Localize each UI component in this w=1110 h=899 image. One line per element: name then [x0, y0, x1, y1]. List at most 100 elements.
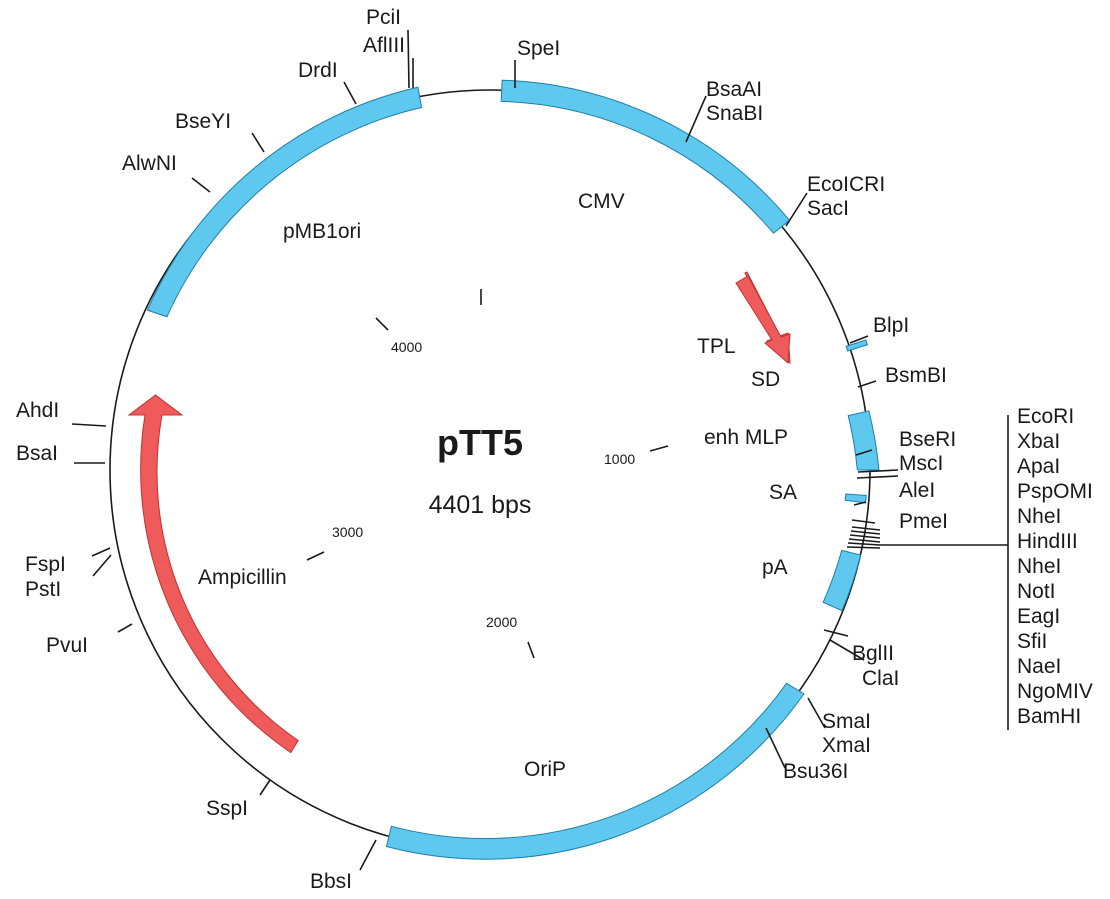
bglII-leader — [823, 629, 849, 637]
site-drdI: DrdI — [298, 59, 338, 82]
mcs-site: NheI — [1017, 505, 1061, 528]
site-pcil: PciI — [366, 6, 401, 29]
tick-2000 — [527, 641, 535, 659]
feature-ampicillin: Ampicillin — [198, 566, 287, 589]
mcs-leader-6 — [846, 546, 881, 549]
site-ahdI: AhdI — [16, 399, 59, 422]
bsmBI-leader — [857, 380, 877, 388]
site-sspI: SspI — [206, 797, 248, 820]
feature-tpl: TPL — [697, 335, 736, 358]
site-blpI: BlpI — [873, 314, 909, 337]
feature-orip: OriP — [524, 758, 566, 781]
site-aleI: AleI — [899, 479, 935, 502]
mcs-site: EcoRI — [1017, 405, 1074, 428]
tick-label-3000: 3000 — [332, 524, 363, 540]
site-bsu36I: Bsu36I — [783, 760, 848, 783]
mcs-leader-4 — [848, 538, 881, 543]
mcs-leader-5 — [847, 542, 881, 546]
tick-label-4000: 4000 — [391, 339, 422, 355]
feature-pmb1ori: pMB1ori — [283, 220, 361, 243]
mcs-site: EagI — [1017, 605, 1060, 628]
mcs-site: ApaI — [1017, 455, 1060, 478]
bbsI-leader — [359, 839, 377, 871]
pmb1ori-box — [146, 86, 423, 318]
coordinate-ticks: 1000 2000 3000 4000 — [306, 289, 669, 659]
pa-box — [822, 549, 862, 612]
feature-arrows — [127, 271, 791, 754]
mcs-site: BamHI — [1017, 705, 1081, 728]
alwNI-leader — [191, 177, 211, 193]
sa-box — [844, 493, 867, 504]
site-alwNI: AlwNI — [122, 152, 177, 175]
aleI-leader-1 — [856, 475, 899, 479]
site-pstI: PstI — [25, 578, 61, 601]
pmeI-leader — [851, 519, 876, 524]
site-sacI: SacI — [807, 197, 849, 220]
tick-1000 — [649, 445, 669, 452]
mcs-leader-1 — [851, 526, 881, 531]
site-bbsI: BbsI — [310, 870, 352, 893]
tick-label-1000: 1000 — [604, 451, 635, 467]
site-bseYI: BseYI — [175, 110, 231, 133]
smaI-leader — [807, 697, 826, 729]
mcs-site: SfiI — [1017, 630, 1047, 653]
bsu36I-leader — [765, 727, 786, 769]
ampicillin-arrow — [127, 394, 299, 754]
feature-enh-mlp: enh MLP — [704, 426, 788, 449]
mcs-leader-2 — [850, 530, 881, 535]
bseRI-leader — [855, 449, 873, 456]
pvuI-leader — [117, 623, 133, 633]
bseYI-leader — [251, 132, 265, 153]
cmv-box — [500, 79, 791, 234]
bsaAI-leader — [685, 95, 707, 143]
feature-pa: pA — [762, 556, 788, 579]
site-snaBI: SnaBI — [706, 102, 763, 125]
feature-labels: CMV TPL SD enh MLP SA pA OriP Ampicillin… — [198, 190, 797, 781]
site-ecoICRI: EcoICRI — [807, 173, 885, 196]
mcs-list: EcoRI XbaI ApaI PspOMI NheI HindIII NheI… — [1017, 405, 1093, 728]
site-bsaI: BsaI — [16, 442, 58, 465]
pstI-leader — [92, 554, 112, 577]
aleI-leader — [853, 501, 867, 506]
mcs-leader-3 — [849, 534, 881, 539]
site-bseRI: BseRI — [899, 428, 956, 451]
mcs-site: NaeI — [1017, 655, 1061, 678]
mscI-leader — [857, 469, 899, 473]
enh-mlp-box — [847, 410, 880, 471]
site-fspI: FspI — [25, 553, 66, 576]
feature-sd: SD — [751, 368, 780, 391]
site-bglII: BglII — [852, 642, 894, 665]
mcs-site: NheI — [1017, 555, 1061, 578]
feature-sa: SA — [769, 481, 797, 504]
site-aflIII: AflIII — [363, 34, 405, 57]
tick-label-2000: 2000 — [486, 614, 517, 630]
sspI-leader — [259, 779, 271, 796]
site-speI: SpeI — [517, 37, 560, 60]
claI-leader — [829, 639, 865, 661]
mcs-site: PspOMI — [1017, 480, 1093, 503]
plasmid-size: 4401 bps — [429, 491, 532, 519]
fspI-leader — [91, 547, 111, 557]
mcs-site: HindIII — [1017, 530, 1078, 553]
pcil-leader — [407, 29, 410, 89]
feature-boxes — [146, 79, 880, 860]
tick-4000 — [375, 317, 389, 331]
site-labels: PciI AflIII DrdI SpeI BsaAI SnaBI EcoICR… — [16, 6, 956, 893]
site-pvuI: PvuI — [46, 634, 88, 657]
tick-3000 — [306, 551, 325, 561]
mcs-site: NotI — [1017, 580, 1056, 603]
site-claI: ClaI — [862, 667, 899, 690]
site-smaI: SmaI — [822, 710, 871, 733]
orip-box — [385, 682, 805, 860]
feature-cmv: CMV — [578, 190, 625, 213]
site-bsaAI: BsaAI — [706, 78, 762, 101]
blp-box — [845, 339, 868, 352]
plasmid-name: pTT5 — [437, 422, 523, 463]
site-xmaI: XmaI — [822, 734, 871, 757]
ahdI-leader — [71, 423, 107, 427]
mcs-site: XbaI — [1017, 430, 1060, 453]
ecoICRI-leader — [785, 192, 808, 227]
blpI-leader — [849, 335, 869, 344]
site-pmeI: PmeI — [899, 510, 948, 533]
